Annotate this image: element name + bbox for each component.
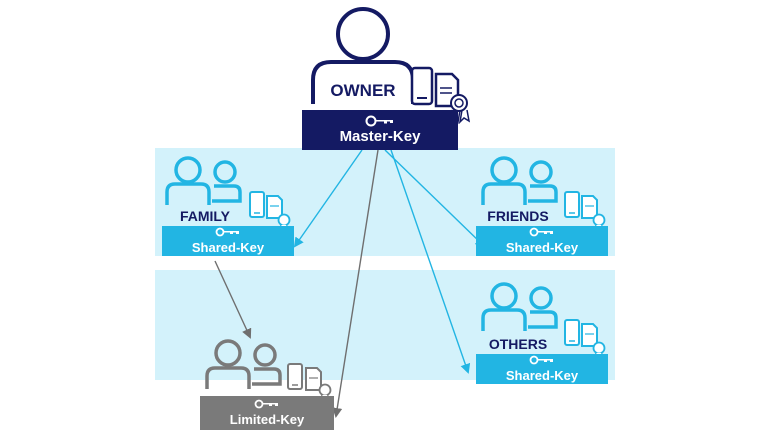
arrow-owner-to-family	[293, 149, 363, 248]
friends-key-bar: Shared-Key	[476, 226, 608, 256]
friends-key-label: Shared-Key	[505, 240, 579, 255]
person-icon	[252, 343, 282, 386]
phone-icon	[287, 363, 303, 390]
person-icon	[481, 156, 527, 205]
document-icon	[581, 195, 598, 219]
owner-key-bar: Master-Key	[302, 110, 458, 150]
arrow-owner-to-friends	[384, 149, 486, 248]
key-icon	[254, 399, 278, 409]
others-label: OTHERS	[488, 336, 548, 352]
limited-key-label: Limited-Key	[229, 412, 305, 427]
owner-label: OWNER	[330, 81, 396, 100]
limited-key-bar: Limited-Key	[200, 396, 334, 430]
person-icon	[212, 160, 242, 203]
document-icon	[266, 195, 283, 219]
master-key-label: Master-Key	[339, 128, 421, 145]
person-icon	[528, 160, 558, 203]
person-icon	[481, 282, 527, 331]
others-key-label: Shared-Key	[505, 368, 579, 383]
key-icon	[529, 355, 553, 365]
phone-icon	[564, 319, 580, 346]
arrow-owner-to-others	[390, 149, 471, 374]
arrow-family-to-limited	[214, 260, 252, 339]
key-icon	[529, 227, 553, 237]
person-icon	[165, 156, 211, 205]
person-icon	[205, 339, 251, 389]
document-icon	[581, 323, 598, 347]
family-label: FAMILY	[179, 208, 231, 224]
phone-icon	[410, 66, 434, 106]
family-key-label: Shared-Key	[191, 240, 265, 255]
key-icon	[215, 227, 239, 237]
family-key-bar: Shared-Key	[162, 226, 294, 256]
phone-icon	[249, 191, 265, 218]
person-icon	[528, 286, 558, 329]
document-icon	[305, 367, 322, 391]
phone-icon	[564, 191, 580, 218]
friends-label: FRIENDS	[487, 208, 549, 224]
arrow-owner-to-limited	[332, 149, 379, 418]
key-icon	[365, 115, 393, 127]
others-key-bar: Shared-Key	[476, 354, 608, 384]
